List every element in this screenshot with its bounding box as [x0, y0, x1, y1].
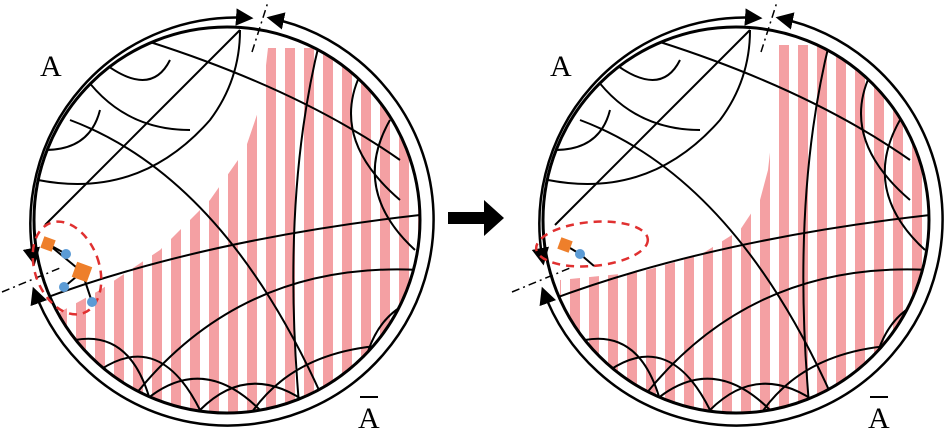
- left-tensor-cluster: [40, 236, 97, 307]
- left-circle-node-3: [87, 297, 97, 307]
- left-region-abar: A: [358, 396, 380, 435]
- right-region-abar-arc-arrow: [539, 12, 944, 427]
- right-cut-line-top: [760, 1, 778, 53]
- right-region-abar-label: A: [868, 402, 890, 435]
- left-cut-line-top: [251, 1, 269, 53]
- right-region-a-label: A: [550, 50, 572, 83]
- right-tensor-cluster: [557, 237, 595, 267]
- left-abar-wedge: [60, 48, 420, 413]
- left-circle-node-1: [61, 249, 71, 259]
- left-region-abar-label: A: [358, 402, 380, 435]
- right-circle-node: [575, 249, 585, 259]
- transition-arrow: [448, 200, 504, 236]
- right-region-abar: A: [868, 396, 890, 435]
- left-cut-line-bottom: [1, 267, 61, 293]
- right-cut-line-bottom: [511, 267, 571, 293]
- right-dashed-ellipse: [534, 220, 650, 268]
- left-region-a-label: A: [40, 50, 62, 83]
- left-region-abar-arc-arrow: [30, 12, 435, 427]
- left-square-node-small: [40, 236, 56, 252]
- left-square-node-large: [71, 261, 93, 283]
- right-square-node: [557, 237, 573, 253]
- left-circle-node-2: [59, 282, 69, 292]
- left-panel: A A: [1, 1, 435, 435]
- right-panel: A A: [511, 1, 944, 435]
- left-dashed-ellipse: [31, 220, 103, 316]
